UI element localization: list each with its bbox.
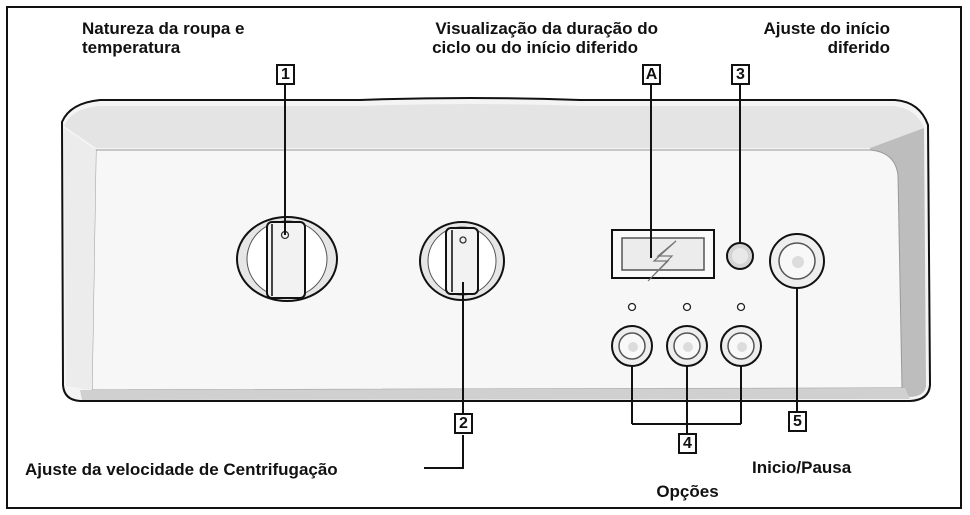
knob-fabric-temperature bbox=[236, 216, 338, 302]
label-fabric-temperature: Natureza da roupa e temperatura bbox=[82, 19, 245, 57]
label-cycle-display-line1: Visualização da duração do bbox=[435, 19, 658, 38]
leader-2-down bbox=[424, 435, 464, 469]
knob-spin-speed bbox=[419, 221, 505, 301]
option-button-1 bbox=[611, 325, 653, 367]
panel-bottom-shadow bbox=[80, 388, 910, 400]
marker-4: 4 bbox=[678, 433, 697, 454]
delay-start-button bbox=[726, 242, 754, 270]
label-delay-start-line2: diferido bbox=[827, 38, 890, 57]
label-delay-start: Ajuste do início diferido bbox=[720, 19, 890, 57]
label-delay-start-line1: Ajuste do início bbox=[763, 19, 890, 38]
option-button-3 bbox=[720, 325, 762, 367]
label-start-pause: Inicio/Pausa bbox=[752, 458, 852, 477]
label-fabric-temperature-line2: temperatura bbox=[82, 38, 181, 57]
panel-top-bevel bbox=[64, 104, 924, 148]
panel-left-bevel bbox=[64, 128, 96, 390]
option-led-1 bbox=[627, 302, 637, 312]
label-spin-speed: Ajuste da velocidade de Centrifugação bbox=[25, 460, 338, 479]
marker-2: 2 bbox=[454, 413, 473, 434]
option-button-2 bbox=[666, 325, 708, 367]
label-cycle-display: Visualização da duração do ciclo ou do i… bbox=[380, 19, 658, 57]
marker-3: 3 bbox=[731, 64, 750, 85]
option-led-2 bbox=[682, 302, 692, 312]
label-options: Opções bbox=[656, 482, 719, 501]
marker-1: 1 bbox=[276, 64, 295, 85]
cycle-duration-display bbox=[611, 229, 715, 282]
marker-5: 5 bbox=[788, 411, 807, 432]
label-cycle-display-line2: ciclo ou do início diferido bbox=[432, 38, 638, 57]
marker-A: A bbox=[642, 64, 661, 85]
label-fabric-temperature-line1: Natureza da roupa e bbox=[82, 19, 245, 38]
option-led-3 bbox=[736, 302, 746, 312]
diagram-frame bbox=[6, 6, 962, 509]
start-pause-button bbox=[769, 233, 825, 289]
